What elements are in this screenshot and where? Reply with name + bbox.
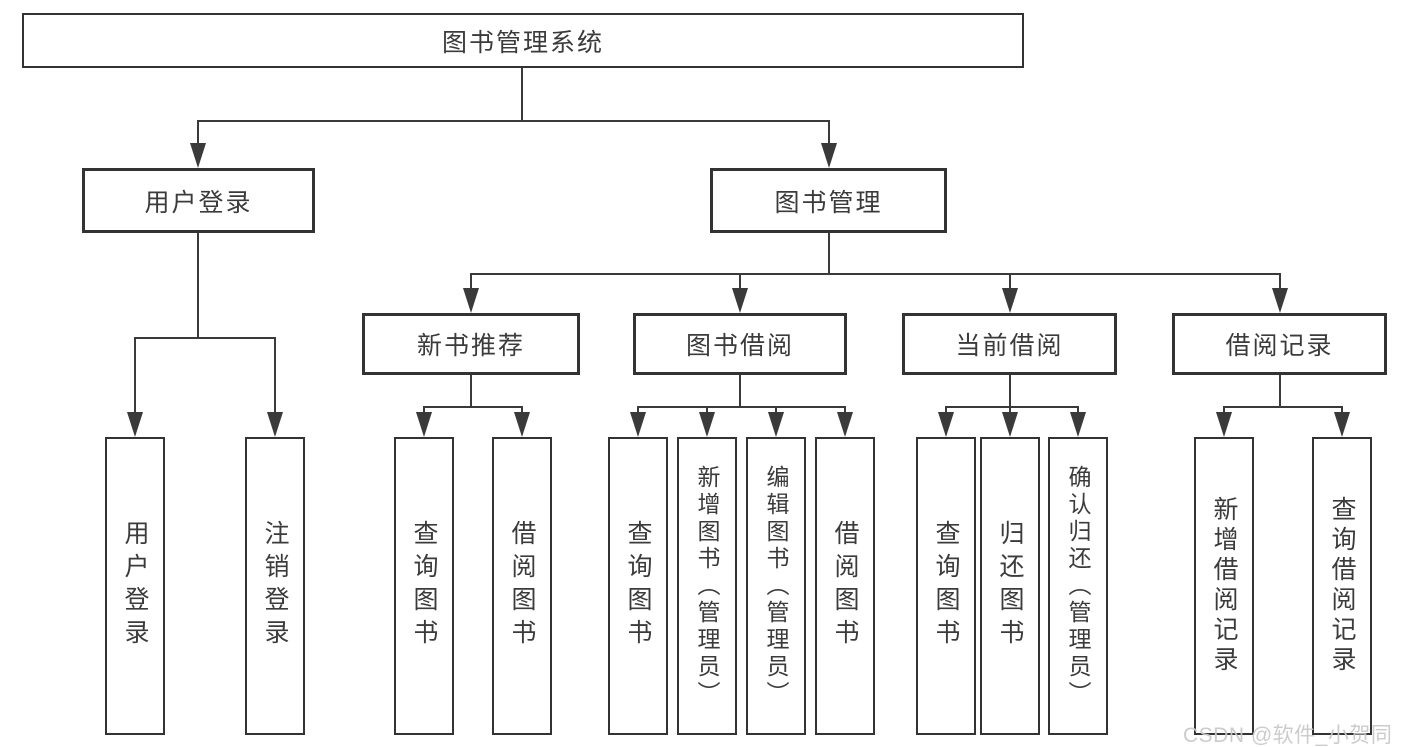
- arrowhead-book-mgmt: [821, 143, 837, 168]
- edge-borrow-records-branch: [1223, 406, 1342, 408]
- edge-current-borrow-branch: [945, 406, 1078, 408]
- arrowhead-cb-confirm: [1070, 412, 1086, 437]
- edge-root-stem: [521, 67, 523, 120]
- edge-to-cb-return: [1009, 406, 1011, 416]
- leaf-user-login: 用户登录: [105, 437, 165, 735]
- edge-to-cb-confirm: [1077, 406, 1079, 416]
- arrowhead-leaf-logout: [267, 412, 283, 437]
- edge-to-book-borrow: [739, 273, 741, 291]
- edge-to-br-add: [1223, 406, 1225, 416]
- arrowhead-borrow-records: [1272, 288, 1288, 313]
- leaf-bb-query-books: 查询图书: [608, 437, 668, 735]
- leaf-br-add-record: 新增借阅记录: [1194, 437, 1254, 735]
- leaf-br-query-record: 查询借阅记录: [1312, 437, 1372, 735]
- edge-user-login-branch: [134, 337, 276, 339]
- arrowhead-nbr-query: [416, 412, 432, 437]
- edge-to-bb-add: [706, 406, 708, 416]
- edge-book-borrow-branch: [637, 406, 846, 408]
- leaf-cb-confirm-return-admin: 确认归还（管理员）: [1048, 437, 1108, 735]
- edge-to-leaf-logout: [274, 337, 276, 415]
- edge-to-user-login: [197, 120, 199, 146]
- leaf-cb-query-books: 查询图书: [916, 437, 976, 735]
- arrowhead-bb-edit: [768, 412, 784, 437]
- leaf-cb-return-books: 归还图书: [980, 437, 1040, 735]
- edge-book-mgmt-stem: [828, 233, 830, 273]
- arrowhead-bb-borrow: [837, 412, 853, 437]
- edge-to-bb-edit: [775, 406, 777, 416]
- arrowhead-book-borrow: [732, 288, 748, 313]
- edge-to-book-mgmt: [828, 120, 830, 146]
- node-book-borrow: 图书借阅: [633, 313, 847, 375]
- node-root-system: 图书管理系统: [22, 13, 1024, 68]
- edge-current-borrow-stem: [1009, 375, 1011, 407]
- edge-to-cb-query: [945, 406, 947, 416]
- edge-new-book-rec-branch: [423, 406, 523, 408]
- arrowhead-new-book-rec: [463, 288, 479, 313]
- arrowhead-user-login: [190, 143, 206, 168]
- edge-book-borrow-stem: [739, 375, 741, 407]
- arrowhead-cb-return: [1002, 412, 1018, 437]
- edge-borrow-records-stem: [1279, 375, 1281, 407]
- edge-to-bb-borrow: [844, 406, 846, 416]
- node-current-borrow: 当前借阅: [902, 313, 1117, 375]
- arrowhead-bb-add: [699, 412, 715, 437]
- leaf-bb-edit-books-admin: 编辑图书（管理员）: [746, 437, 806, 735]
- edge-to-leaf-user-login: [134, 337, 136, 415]
- edge-to-nbr-query: [423, 406, 425, 416]
- edge-root-branch: [197, 120, 830, 122]
- csdn-watermark: CSDN @软件_小贺同学: [1183, 724, 1393, 747]
- arrowhead-br-query: [1334, 412, 1350, 437]
- edge-to-br-query: [1341, 406, 1343, 416]
- edge-to-bb-query: [637, 406, 639, 416]
- edge-to-borrow-records: [1279, 273, 1281, 291]
- arrowhead-leaf-user-login: [127, 412, 143, 437]
- edge-to-current-borrow: [1009, 273, 1011, 291]
- leaf-logout: 注销登录: [245, 437, 305, 735]
- arrowhead-br-add: [1216, 412, 1232, 437]
- node-borrow-records: 借阅记录: [1172, 313, 1387, 375]
- edge-to-nbr-borrow: [521, 406, 523, 416]
- leaf-bb-borrow-books: 借阅图书: [815, 437, 875, 735]
- edge-to-new-book-rec: [470, 273, 472, 291]
- arrowhead-bb-query: [630, 412, 646, 437]
- arrowhead-cb-query: [938, 412, 954, 437]
- arrowhead-current-borrow: [1002, 288, 1018, 313]
- node-user-login: 用户登录: [82, 168, 315, 233]
- edge-new-book-rec-stem: [470, 375, 472, 407]
- node-new-book-rec: 新书推荐: [362, 313, 580, 375]
- leaf-bb-add-books-admin: 新增图书（管理员）: [677, 437, 737, 735]
- edge-book-mgmt-branch: [470, 273, 1280, 275]
- leaf-nbr-borrow-books: 借阅图书: [492, 437, 552, 735]
- edge-user-login-stem: [197, 233, 199, 337]
- arrowhead-nbr-borrow: [514, 412, 530, 437]
- leaf-nbr-query-books: 查询图书: [394, 437, 454, 735]
- node-book-mgmt: 图书管理: [710, 168, 947, 233]
